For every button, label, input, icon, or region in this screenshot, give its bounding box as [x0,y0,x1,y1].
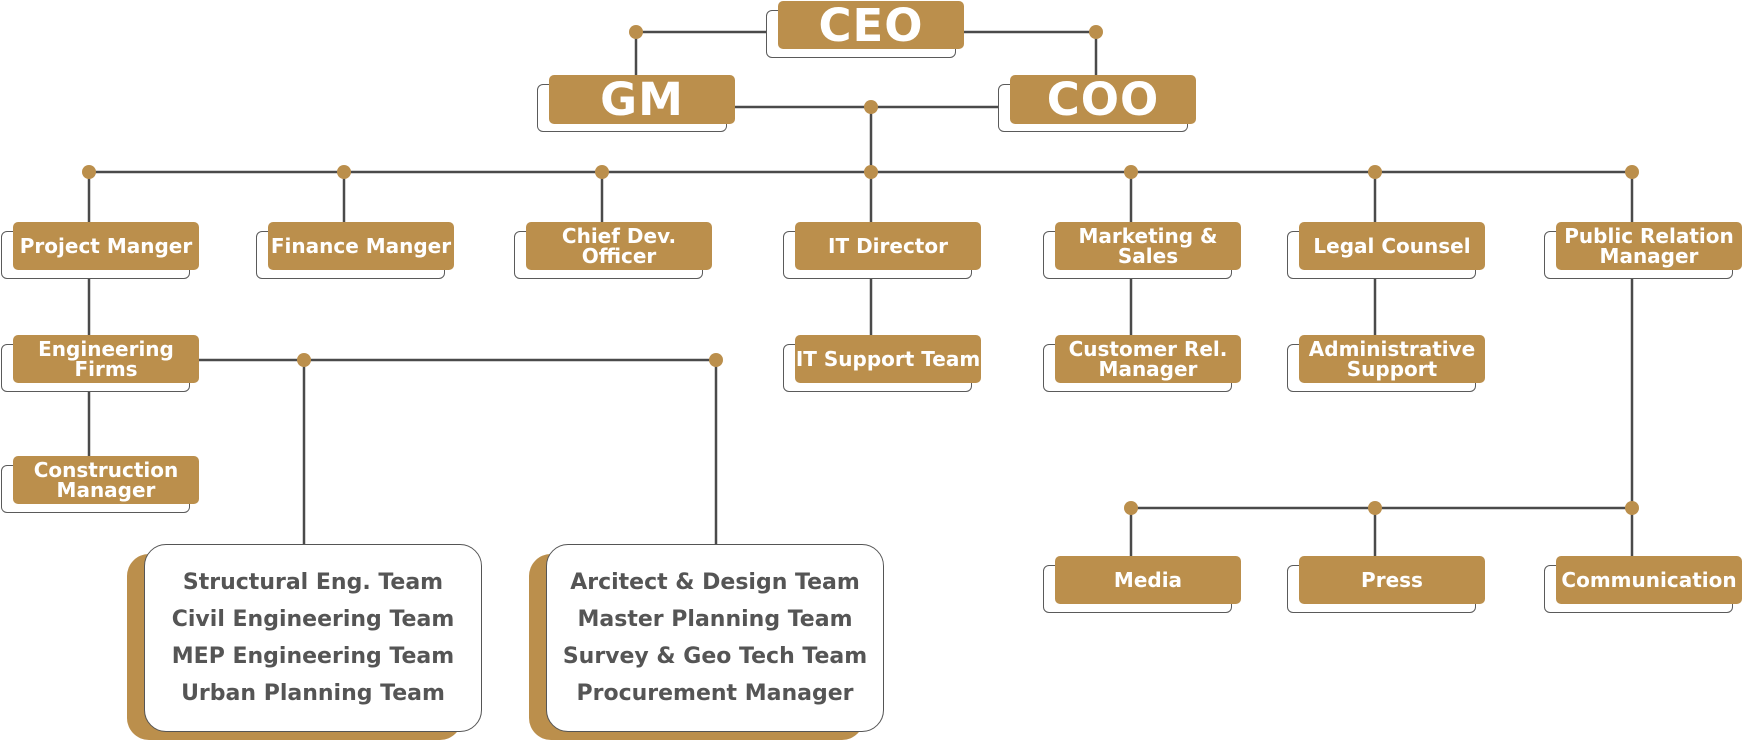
node-marketing-sales: Marketing & Sales [1043,222,1243,280]
node-finance-manager-label: Finance Manger [268,222,454,270]
team-item: Structural Eng. Team [182,570,444,595]
node-marketing-sales-label: Marketing & Sales [1055,222,1241,270]
connector-ceo-coo [962,30,1098,75]
node-communication: Communication [1544,556,1743,614]
node-press: Press [1287,556,1487,614]
node-project-manager: Project Manger [1,222,201,280]
node-legal-counsel-label: Legal Counsel [1299,222,1485,270]
node-it-support-team-label: IT Support Team [795,335,981,383]
node-administrative-support: Administrative Support [1287,335,1487,393]
node-media: Media [1043,556,1243,614]
junction-dot [1124,501,1138,515]
team-group-engineering: Structural Eng. Team Civil Engineering T… [127,544,483,741]
node-construction-manager-label: Construction Manager [13,456,199,504]
junction-dot [1368,165,1382,179]
junction-dot [864,100,878,114]
node-chief-dev-officer-label: Chief Dev. Officer [526,222,712,270]
junction-dot [864,165,878,179]
junction-dot [1625,165,1639,179]
junction-dot [337,165,351,179]
node-ceo: CEO [766,1,966,58]
node-press-label: Press [1299,556,1485,604]
connector-ceo-gm [634,30,778,75]
node-legal-counsel: Legal Counsel [1287,222,1487,280]
junction-dot [595,165,609,179]
junction-dot [1625,501,1639,515]
team-group-design: Arcitect & Design Team Master Planning T… [529,544,885,741]
node-it-director: IT Director [783,222,983,280]
node-construction-manager: Construction Manager [1,456,201,514]
junction-dot [82,165,96,179]
node-public-relation-manager: Public Relation Manager [1544,222,1743,280]
team-item: Survey & Geo Tech Team [562,644,868,669]
junction-dot [1089,25,1103,39]
team-item: Urban Planning Team [181,681,445,706]
node-communication-label: Communication [1556,556,1742,604]
team-item: Procurement Manager [576,681,854,706]
node-gm: GM [537,75,737,133]
team-item: MEP Engineering Team [171,644,455,669]
node-it-support-team: IT Support Team [783,335,983,393]
node-coo-label: COO [1010,75,1196,124]
node-public-relation-manager-label: Public Relation Manager [1556,222,1742,270]
junction-dot [1368,501,1382,515]
node-gm-label: GM [549,75,735,124]
junction-dot [1124,165,1138,179]
team-item: Civil Engineering Team [171,607,455,632]
node-media-label: Media [1055,556,1241,604]
junction-dot [629,25,643,39]
junction-dot [709,353,723,367]
node-engineering-firms-label: Engineering Firms [13,335,199,383]
node-project-manager-label: Project Manger [13,222,199,270]
node-ceo-label: CEO [778,1,964,49]
junction-dot [297,353,311,367]
team-item: Master Planning Team [577,607,853,632]
node-it-director-label: IT Director [795,222,981,270]
node-administrative-support-label: Administrative Support [1299,335,1485,383]
node-finance-manager: Finance Manger [256,222,456,280]
team-item: Arcitect & Design Team [570,570,860,595]
node-coo: COO [998,75,1198,133]
node-engineering-firms: Engineering Firms [1,335,201,393]
node-chief-dev-officer: Chief Dev. Officer [514,222,714,280]
node-customer-rel-manager: Customer Rel. Manager [1043,335,1243,393]
node-customer-rel-manager-label: Customer Rel. Manager [1055,335,1241,383]
